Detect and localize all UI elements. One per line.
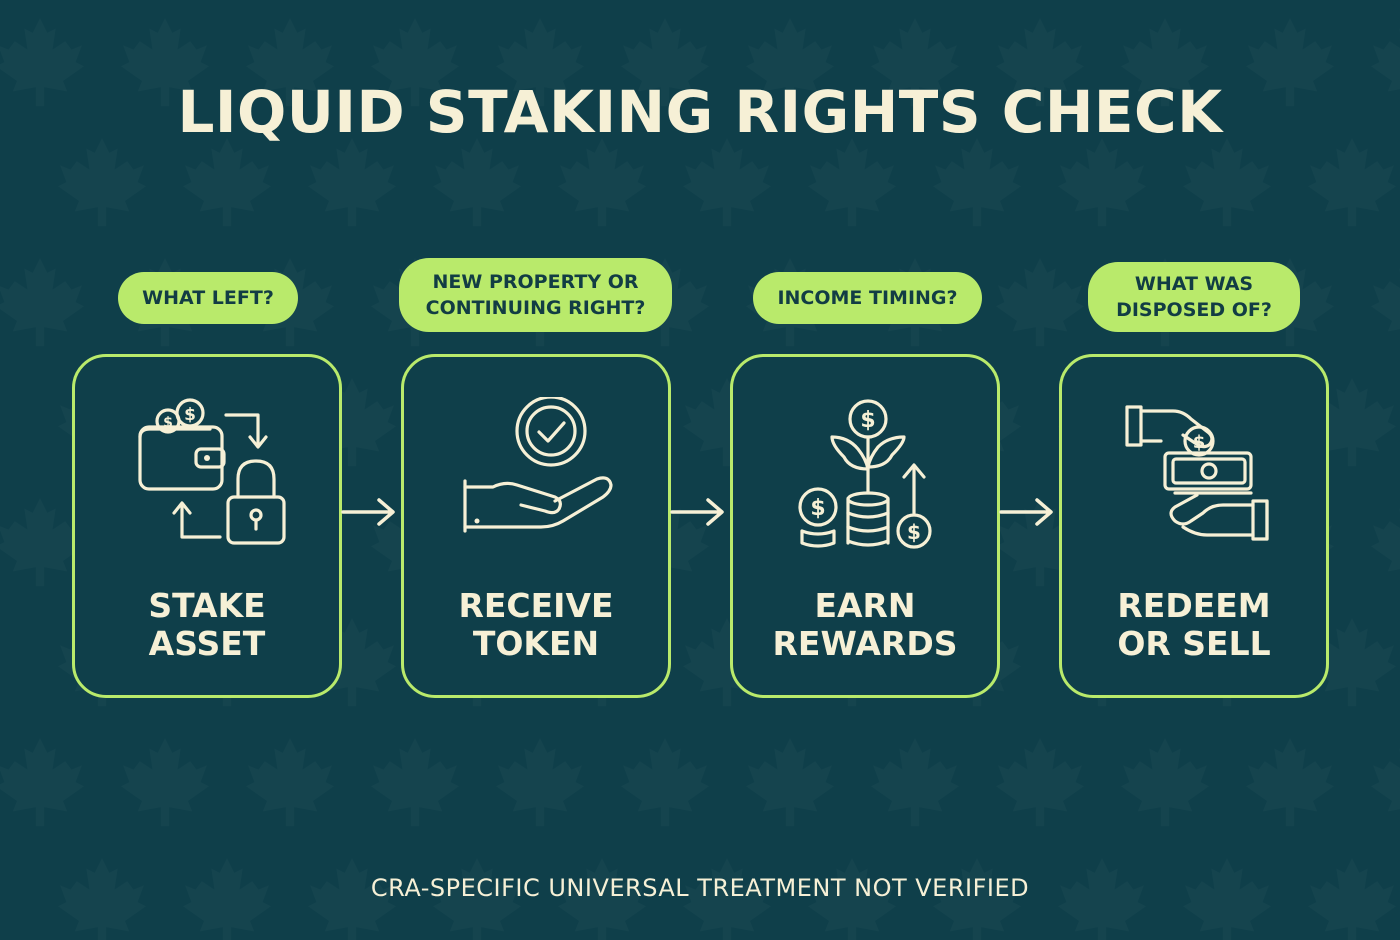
arrow-right-icon	[999, 498, 1053, 526]
maple-leaf-icon	[996, 258, 1084, 346]
maple-leaf-icon	[808, 138, 896, 226]
maple-leaf-icon	[496, 738, 584, 826]
page-title: LIQUID STAKING RIGHTS CHECK	[177, 78, 1223, 146]
svg-text:$: $	[810, 496, 825, 521]
maple-leaf-icon	[1308, 138, 1396, 226]
arrow-right-icon	[341, 498, 395, 526]
step-card-receive-token: RECEIVE TOKEN	[401, 354, 671, 698]
step-label-earn-rewards: EARN REWARDS	[772, 586, 958, 663]
svg-text:$: $	[163, 415, 173, 431]
coins-growth-icon: $ $ $	[798, 399, 932, 549]
maple-leaf-icon	[1246, 738, 1334, 826]
maple-leaf-icon	[308, 138, 396, 226]
maple-leaf-icon	[558, 138, 646, 226]
maple-leaf-icon	[1371, 738, 1400, 826]
maple-leaf-icon	[683, 138, 771, 226]
wallet-lock-icon: $ $	[138, 398, 286, 545]
step-label-stake-asset: STAKE ASSET	[148, 586, 266, 663]
svg-text:$: $	[1193, 432, 1206, 453]
maple-leaf-icon	[746, 738, 834, 826]
step-label-receive-token: RECEIVE TOKEN	[458, 586, 614, 663]
step-card-stake-asset: $ $ STAKE ASSET	[72, 354, 342, 698]
maple-leaf-icon	[433, 138, 521, 226]
svg-text:$: $	[860, 408, 875, 433]
maple-leaf-icon	[1058, 138, 1146, 226]
step-card-earn-rewards: $ $ $ EARN REWARDS	[730, 354, 1000, 698]
maple-leaf-icon	[621, 738, 709, 826]
question-pill-2: NEW PROPERTY OR CONTINUING RIGHT?	[399, 258, 672, 332]
maple-leaf-icon	[246, 738, 334, 826]
arrow-right-icon	[670, 498, 724, 526]
maple-leaf-icon	[1121, 738, 1209, 826]
question-pill-3: INCOME TIMING?	[753, 272, 982, 324]
footnote: CRA-SPECIFIC UNIVERSAL TREATMENT NOT VER…	[370, 874, 1030, 902]
maple-leaf-icon	[996, 738, 1084, 826]
maple-leaf-icon	[183, 138, 271, 226]
step-card-redeem-or-sell: $ REDEEM OR SELL	[1059, 354, 1329, 698]
maple-leaf-icon	[933, 138, 1021, 226]
maple-leaf-icon	[1371, 498, 1400, 586]
maple-leaf-icon	[58, 138, 146, 226]
question-pill-4: WHAT WAS DISPOSED OF?	[1088, 262, 1300, 332]
maple-leaf-icon	[871, 738, 959, 826]
maple-leaf-icon	[371, 738, 459, 826]
maple-leaf-icon	[121, 738, 209, 826]
maple-leaf-icon	[1371, 258, 1400, 346]
question-pill-1: WHAT LEFT?	[118, 272, 298, 324]
svg-text:$: $	[907, 520, 921, 544]
hand-cash-icon: $	[1125, 405, 1269, 541]
maple-leaf-icon	[0, 258, 84, 346]
maple-leaf-icon	[1183, 138, 1271, 226]
hand-token-icon	[463, 397, 613, 533]
maple-leaf-icon	[0, 738, 84, 826]
step-label-redeem-or-sell: REDEEM OR SELL	[1117, 586, 1271, 663]
svg-text:$: $	[184, 405, 196, 425]
